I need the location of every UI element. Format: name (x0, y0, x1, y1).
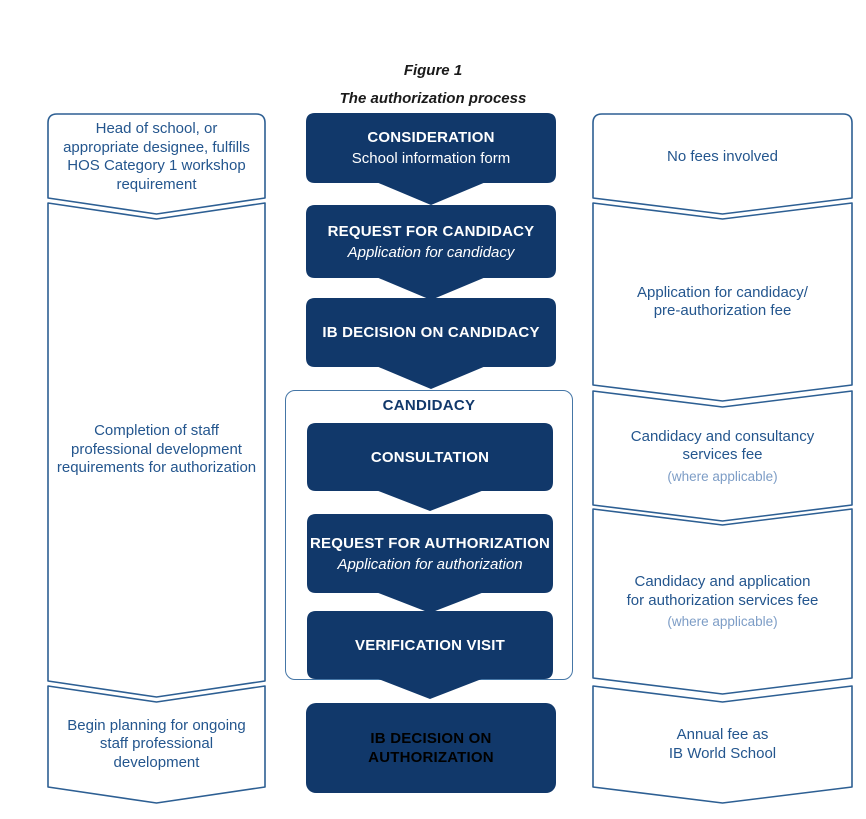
note-text: Completion of staff professional develop… (56, 422, 257, 477)
fee-text: Application for candidacy/ pre-authoriza… (637, 283, 808, 320)
fee-note: (where applicable) (667, 468, 778, 484)
step-subtitle: Application for authorization (337, 555, 523, 573)
step-title: VERIFICATION VISIT (355, 636, 505, 654)
note-staff-professional-development: Completion of staff professional develop… (47, 202, 266, 698)
note-hos-workshop-requirement: Head of school, or appropriate designee,… (47, 113, 266, 215)
step-subtitle: School information form (351, 150, 511, 167)
fee-text: Candidacy and application for authorizat… (626, 573, 819, 609)
fee-note: (where applicable) (667, 614, 778, 629)
fee-none: No fees involved (592, 113, 853, 215)
step-subtitle: Application for candidacy (347, 243, 515, 261)
fee-application-candidacy: Application for candidacy/ pre-authoriza… (592, 202, 853, 402)
fee-text: No fees involved (667, 147, 778, 165)
fee-candidacy-consultancy: Candidacy and consultancy services fee (… (592, 390, 853, 522)
step-request-for-candidacy: REQUEST FOR CANDIDACY Application for ca… (306, 205, 556, 300)
step-consultation: CONSULTATION (307, 423, 553, 511)
step-verification-visit: VERIFICATION VISIT (307, 611, 553, 699)
step-ib-decision-on-candidacy: IB DECISION ON CANDIDACY (306, 298, 556, 389)
note-begin-planning: Begin planning for ongoing staff profess… (47, 685, 266, 804)
fee-text: Candidacy and consultancy services fee (630, 427, 815, 464)
note-text: Begin planning for ongoing staff profess… (67, 716, 246, 771)
step-title: CONSIDERATION (367, 129, 495, 146)
step-request-for-authorization: REQUEST FOR AUTHORIZATION Application fo… (307, 514, 553, 613)
step-title: IB DECISION ON CANDIDACY (322, 324, 540, 341)
figure-label: Figure 1 (403, 62, 463, 79)
step-title: IB DECISION ON AUTHORIZATION (368, 730, 494, 766)
step-title: REQUEST FOR CANDIDACY (327, 222, 535, 240)
figure-title: The authorization process (339, 90, 527, 107)
step-ib-decision-on-authorization: IB DECISION ON AUTHORIZATION (306, 703, 556, 793)
fee-annual-ib-world-school: Annual fee as IB World School (592, 685, 853, 804)
step-consideration: CONSIDERATION School information form (306, 113, 556, 205)
fee-candidacy-application-authorization: Candidacy and application for authorizat… (592, 508, 853, 695)
fee-text: Annual fee as IB World School (668, 726, 777, 762)
step-title: CONSULTATION (370, 448, 490, 466)
candidacy-title: CANDIDACY (382, 397, 476, 414)
step-title: REQUEST FOR AUTHORIZATION (310, 534, 550, 552)
note-text: Head of school, or appropriate designee,… (63, 120, 250, 193)
candidacy-container: CANDIDACY CONSULTATION REQUEST FOR AUTHO… (285, 390, 573, 699)
